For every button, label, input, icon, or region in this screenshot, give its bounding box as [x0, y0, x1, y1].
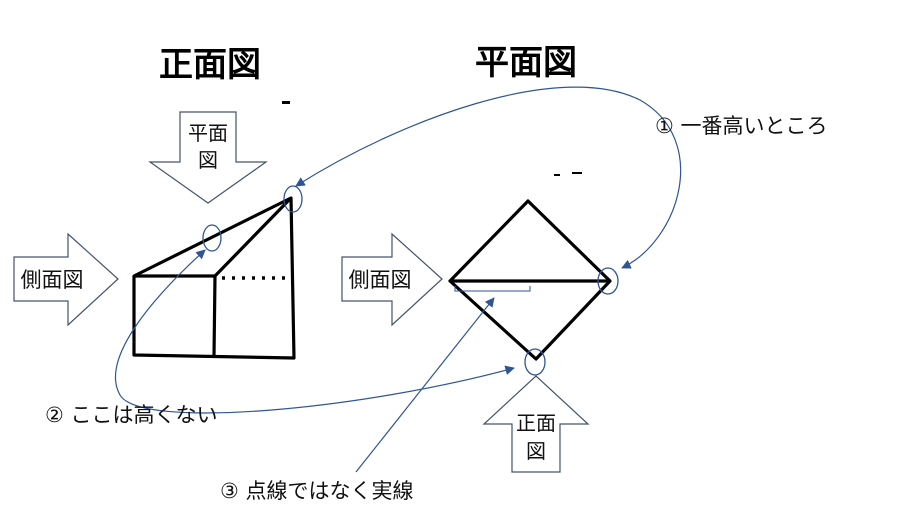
top-arrow-label-line1: 平面 — [188, 121, 228, 145]
top-arrow-label-line2: 図 — [198, 148, 218, 172]
front-view-ridge-edge — [213, 196, 293, 278]
stray-mark — [572, 172, 582, 174]
front-view-drawing — [132, 196, 296, 360]
not-high-circle-top — [524, 348, 546, 376]
highest-point-connector — [295, 86, 682, 269]
top-view-direction-arrow — [148, 111, 268, 204]
front-view-title: 正面図 — [159, 45, 261, 85]
left-side-arrow-label: 側面図 — [21, 268, 84, 292]
not-high-connector — [114, 249, 515, 414]
top-view-title: 平面図 — [475, 43, 577, 83]
front-view-divider — [212, 275, 217, 357]
top-view-bracket — [454, 286, 531, 292]
stray-mark — [554, 174, 560, 176]
front-view-direction-arrow — [482, 375, 590, 473]
note-not-high: ② ここは高くない — [45, 403, 218, 427]
front-arrow-label-line1: 正面 — [516, 411, 556, 435]
stray-mark — [282, 101, 290, 104]
right-side-arrow-label: 側面図 — [349, 268, 412, 292]
note-solid-line: ③ 点線ではなく実線 — [220, 479, 414, 503]
front-arrow-label-line2: 図 — [526, 439, 546, 463]
note-highest-point: ① 一番高いところ — [655, 114, 828, 138]
solid-line-connector — [355, 297, 495, 473]
top-view-drawing — [448, 199, 612, 361]
left-side-direction-arrow — [13, 232, 119, 327]
